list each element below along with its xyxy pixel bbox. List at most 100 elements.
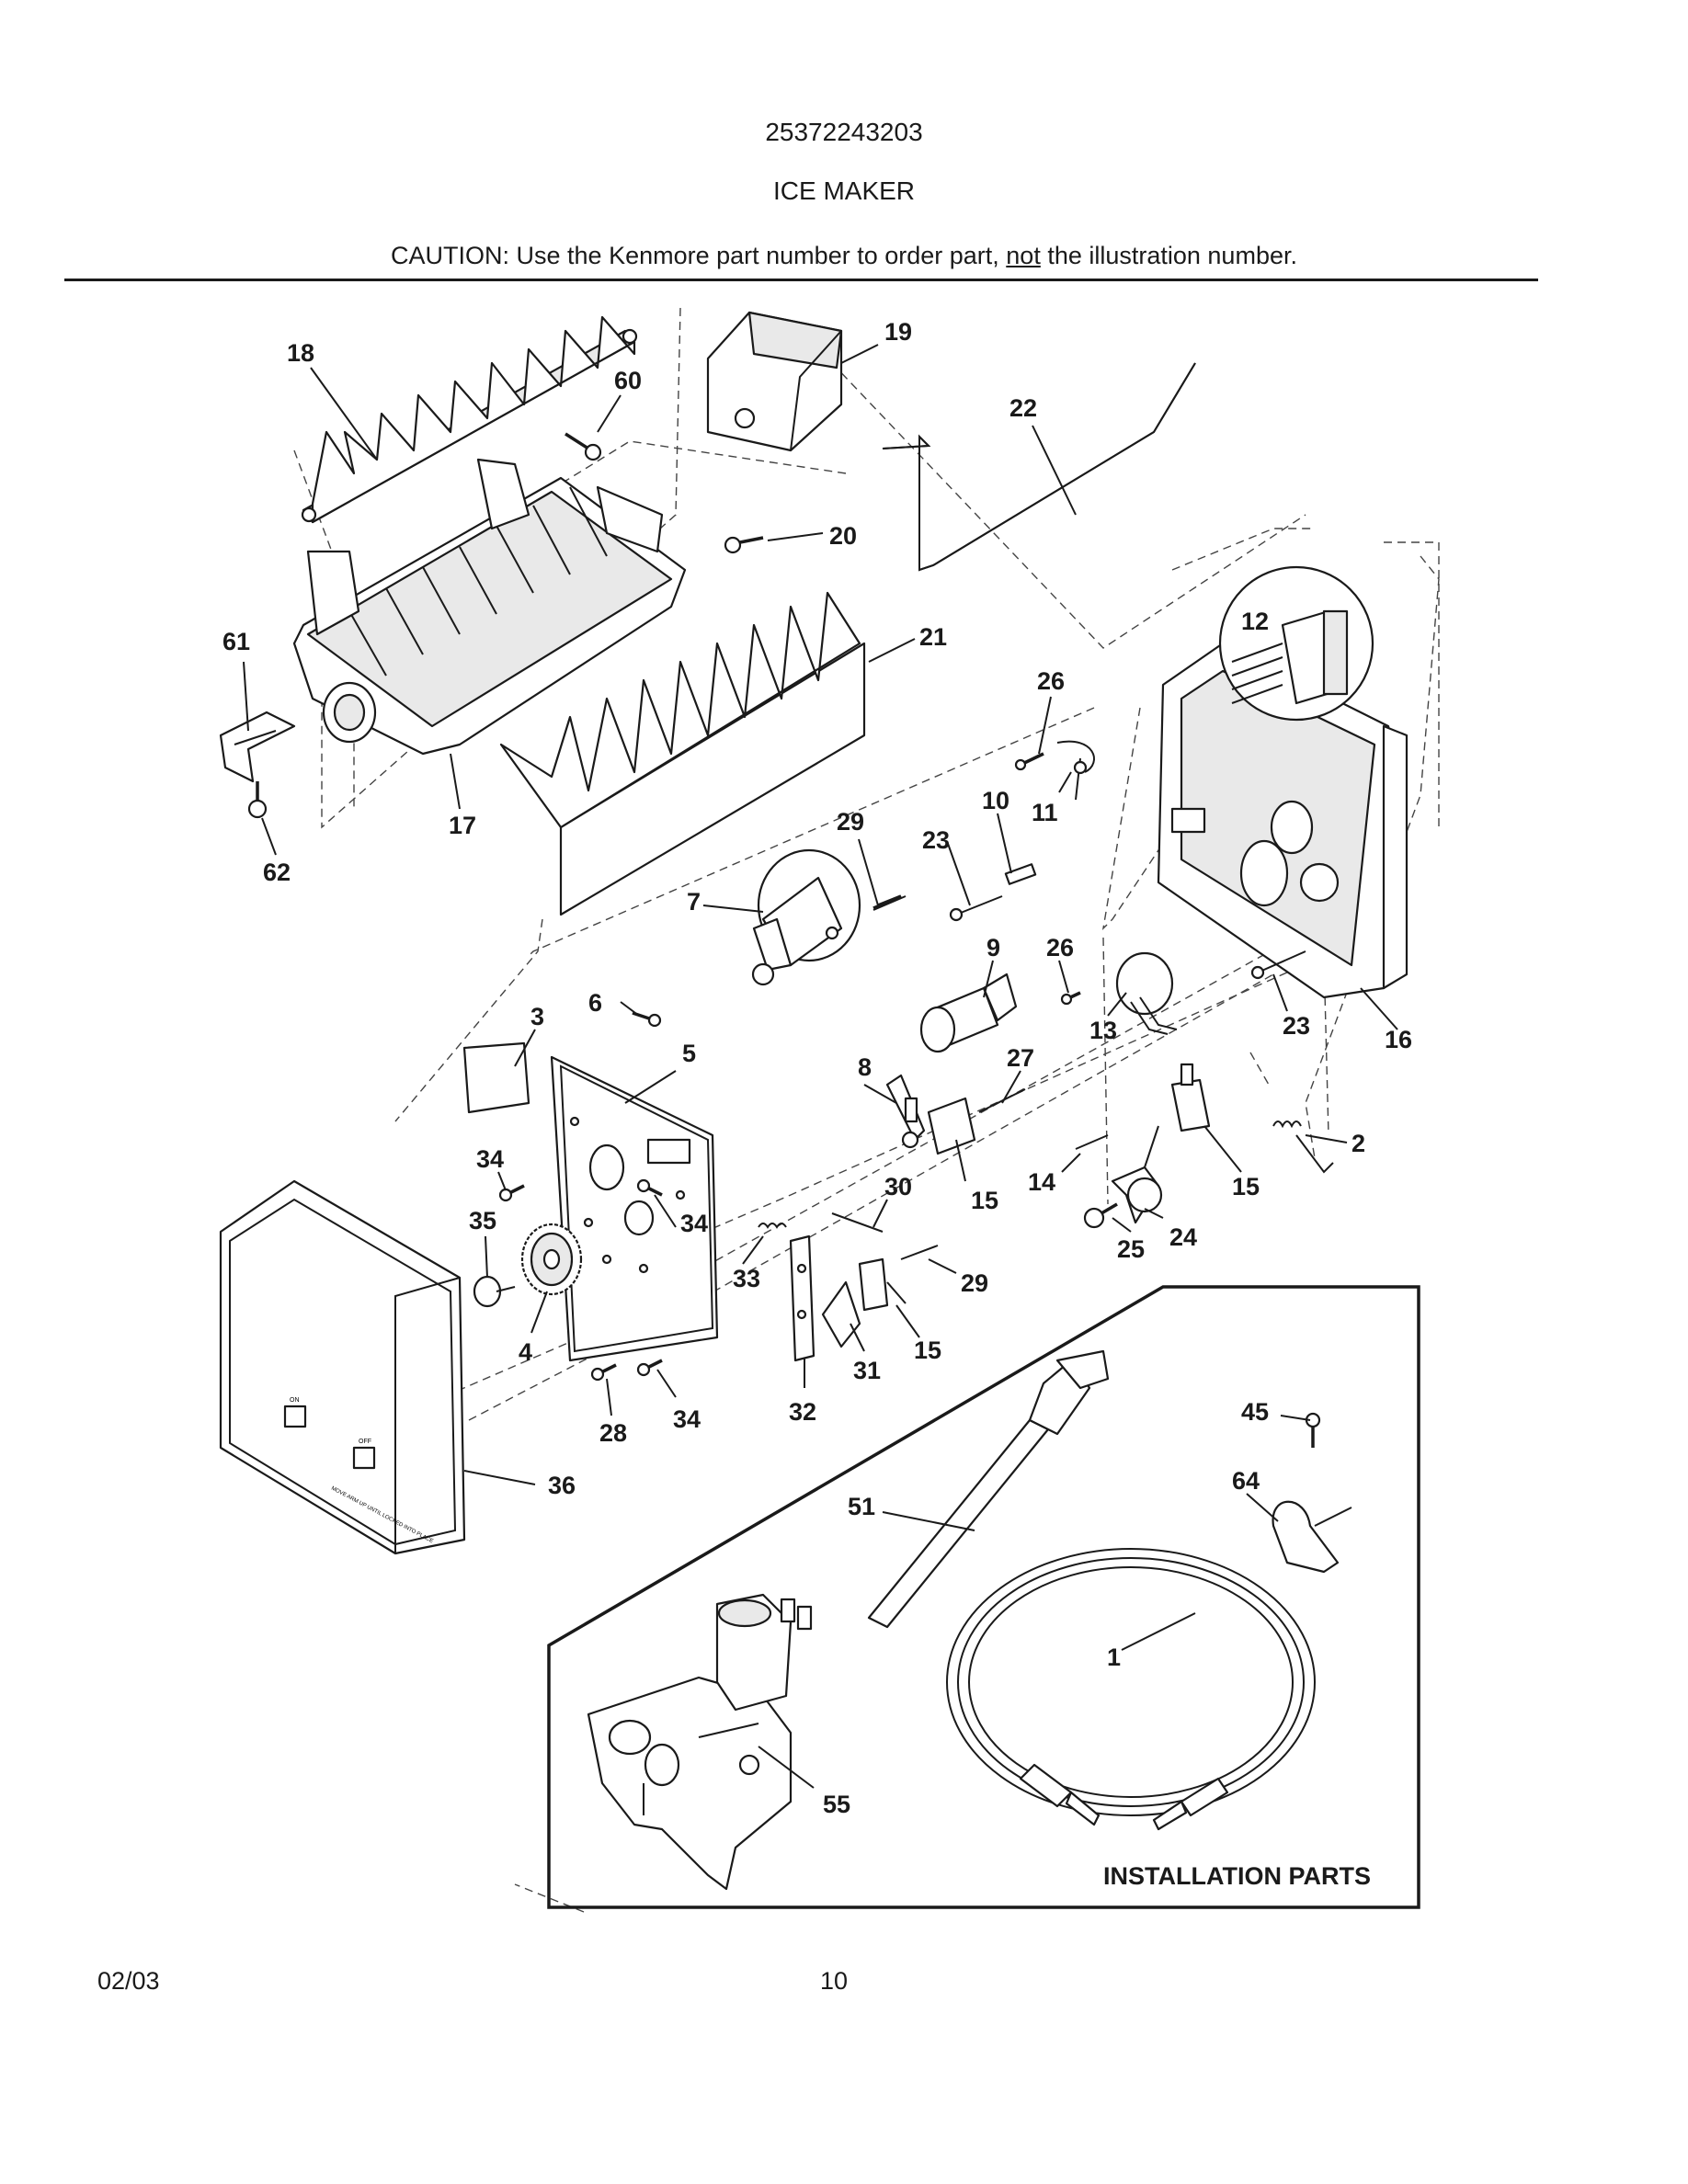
stripper-part-21 — [499, 591, 866, 916]
callout-29b: 29 — [961, 1269, 988, 1297]
callout-15b: 15 — [1232, 1173, 1260, 1200]
callout-34c: 34 — [673, 1405, 701, 1433]
callout-28: 28 — [599, 1419, 627, 1447]
callout-15c: 15 — [914, 1337, 941, 1364]
callout-12: 12 — [1241, 608, 1269, 635]
callout-21: 21 — [919, 623, 947, 651]
spring-part-2 — [1272, 1120, 1334, 1174]
callout-8: 8 — [858, 1053, 872, 1081]
callout-30: 30 — [884, 1173, 912, 1200]
callout-34a: 34 — [476, 1145, 504, 1173]
callout-19: 19 — [884, 318, 912, 346]
screw-part-62 — [247, 781, 268, 819]
clip-part-11 — [1056, 740, 1095, 801]
callout-11: 11 — [1032, 799, 1058, 826]
screw-part-34b — [636, 1178, 663, 1197]
footer-date: 02/03 — [97, 1967, 160, 1995]
housing-part-16 — [1157, 642, 1409, 999]
callout-2: 2 — [1352, 1130, 1365, 1157]
cover-on-text: ON — [290, 1397, 300, 1404]
clip-part-61 — [219, 711, 296, 783]
switch-part-15c — [858, 1257, 889, 1312]
page-number: 10 — [820, 1967, 849, 1995]
callout-29: 29 — [837, 808, 864, 836]
installation-parts-label: INSTALLATION PARTS — [1103, 1862, 1371, 1890]
spring-part-33 — [758, 1223, 787, 1229]
screw-part-26 — [1014, 752, 1044, 771]
pin-part-29b — [900, 1245, 939, 1260]
callout-25: 25 — [1117, 1235, 1145, 1263]
callout-31: 31 — [853, 1357, 881, 1384]
callout-17: 17 — [449, 812, 476, 839]
callout-3: 3 — [530, 1003, 544, 1030]
motor-part-7 — [751, 848, 861, 986]
callout-10: 10 — [982, 787, 1009, 814]
screw-part-26b — [1060, 991, 1081, 1006]
callout-60: 60 — [614, 367, 642, 394]
screw-part-30 — [831, 1212, 884, 1233]
thermostat-part-13 — [1115, 951, 1178, 1035]
callout-62: 62 — [263, 859, 291, 886]
bracket-part-32 — [789, 1234, 815, 1362]
cover-part-36: ON OFF MOVE ARM UP UNTIL LOCKED INTO PLA… — [219, 1179, 466, 1555]
callout-45: 45 — [1241, 1398, 1269, 1426]
mounting-plate-part-5 — [550, 1055, 719, 1362]
callout-15a: 15 — [971, 1187, 998, 1214]
callout-33: 33 — [733, 1265, 760, 1292]
callout-18: 18 — [287, 339, 314, 367]
callout-23: 23 — [922, 826, 950, 854]
callout-6: 6 — [588, 989, 602, 1017]
callout-55: 55 — [823, 1791, 850, 1818]
pin-part-27 — [978, 1088, 1026, 1113]
drive-gear-part-4 — [520, 1223, 583, 1296]
callout-34b: 34 — [680, 1210, 708, 1237]
water-valve-part-55 — [587, 1593, 813, 1891]
callout-35: 35 — [469, 1207, 496, 1234]
caution-suffix: the illustration number. — [1040, 242, 1297, 269]
callout-4: 4 — [519, 1338, 532, 1366]
header-rule — [64, 279, 1538, 281]
label-part-3 — [462, 1041, 530, 1114]
leader-lines — [243, 344, 1398, 1789]
page-title: ICE MAKER — [772, 176, 916, 205]
callout-61: 61 — [222, 628, 250, 655]
screw-part-60 — [565, 432, 602, 461]
pin-part-29 — [873, 894, 907, 911]
switch-part-15a — [904, 1097, 976, 1155]
callout-14: 14 — [1028, 1168, 1055, 1196]
installation-parts-box — [547, 1285, 1420, 1909]
washer-part-35 — [473, 1275, 516, 1308]
clamp-part-64 — [1272, 1500, 1352, 1574]
callout-24: 24 — [1169, 1223, 1197, 1251]
callout-32: 32 — [789, 1398, 816, 1426]
screw-part-23 — [949, 895, 1003, 922]
fill-cup-part-19 — [706, 311, 843, 452]
callout-51: 51 — [848, 1493, 875, 1520]
caution-underlined: not — [1006, 242, 1041, 269]
callout-22: 22 — [1009, 394, 1037, 422]
callout-23b: 23 — [1283, 1012, 1310, 1040]
screw-part-28 — [590, 1363, 617, 1382]
fill-tube-part-51 — [867, 1349, 1110, 1629]
callout-5: 5 — [682, 1040, 696, 1067]
callout-16: 16 — [1385, 1026, 1412, 1053]
ice-mold-part-17 — [292, 458, 687, 756]
screw-part-45 — [1305, 1412, 1321, 1448]
callout-26b: 26 — [1046, 934, 1074, 961]
callout-27: 27 — [1007, 1044, 1034, 1072]
water-tube-part-1 — [946, 1548, 1316, 1831]
screw-part-25 — [1083, 1202, 1118, 1229]
callout-36: 36 — [548, 1472, 576, 1499]
callout-26: 26 — [1037, 667, 1065, 695]
callout-7: 7 — [687, 888, 701, 916]
gear-part-9 — [919, 973, 1018, 1053]
callout-13: 13 — [1089, 1017, 1117, 1044]
screw-part-23b — [1250, 950, 1306, 980]
screw-part-34c — [636, 1359, 663, 1377]
pin-part-14 — [1075, 1134, 1109, 1150]
screw-part-34a — [498, 1184, 525, 1202]
callout-64: 64 — [1232, 1467, 1260, 1495]
callout-labels: 18 60 19 22 20 21 61 17 62 12 26 10 11 2… — [222, 318, 1412, 1890]
caution-prefix: CAUTION: Use the Kenmore part number to … — [391, 242, 1007, 269]
